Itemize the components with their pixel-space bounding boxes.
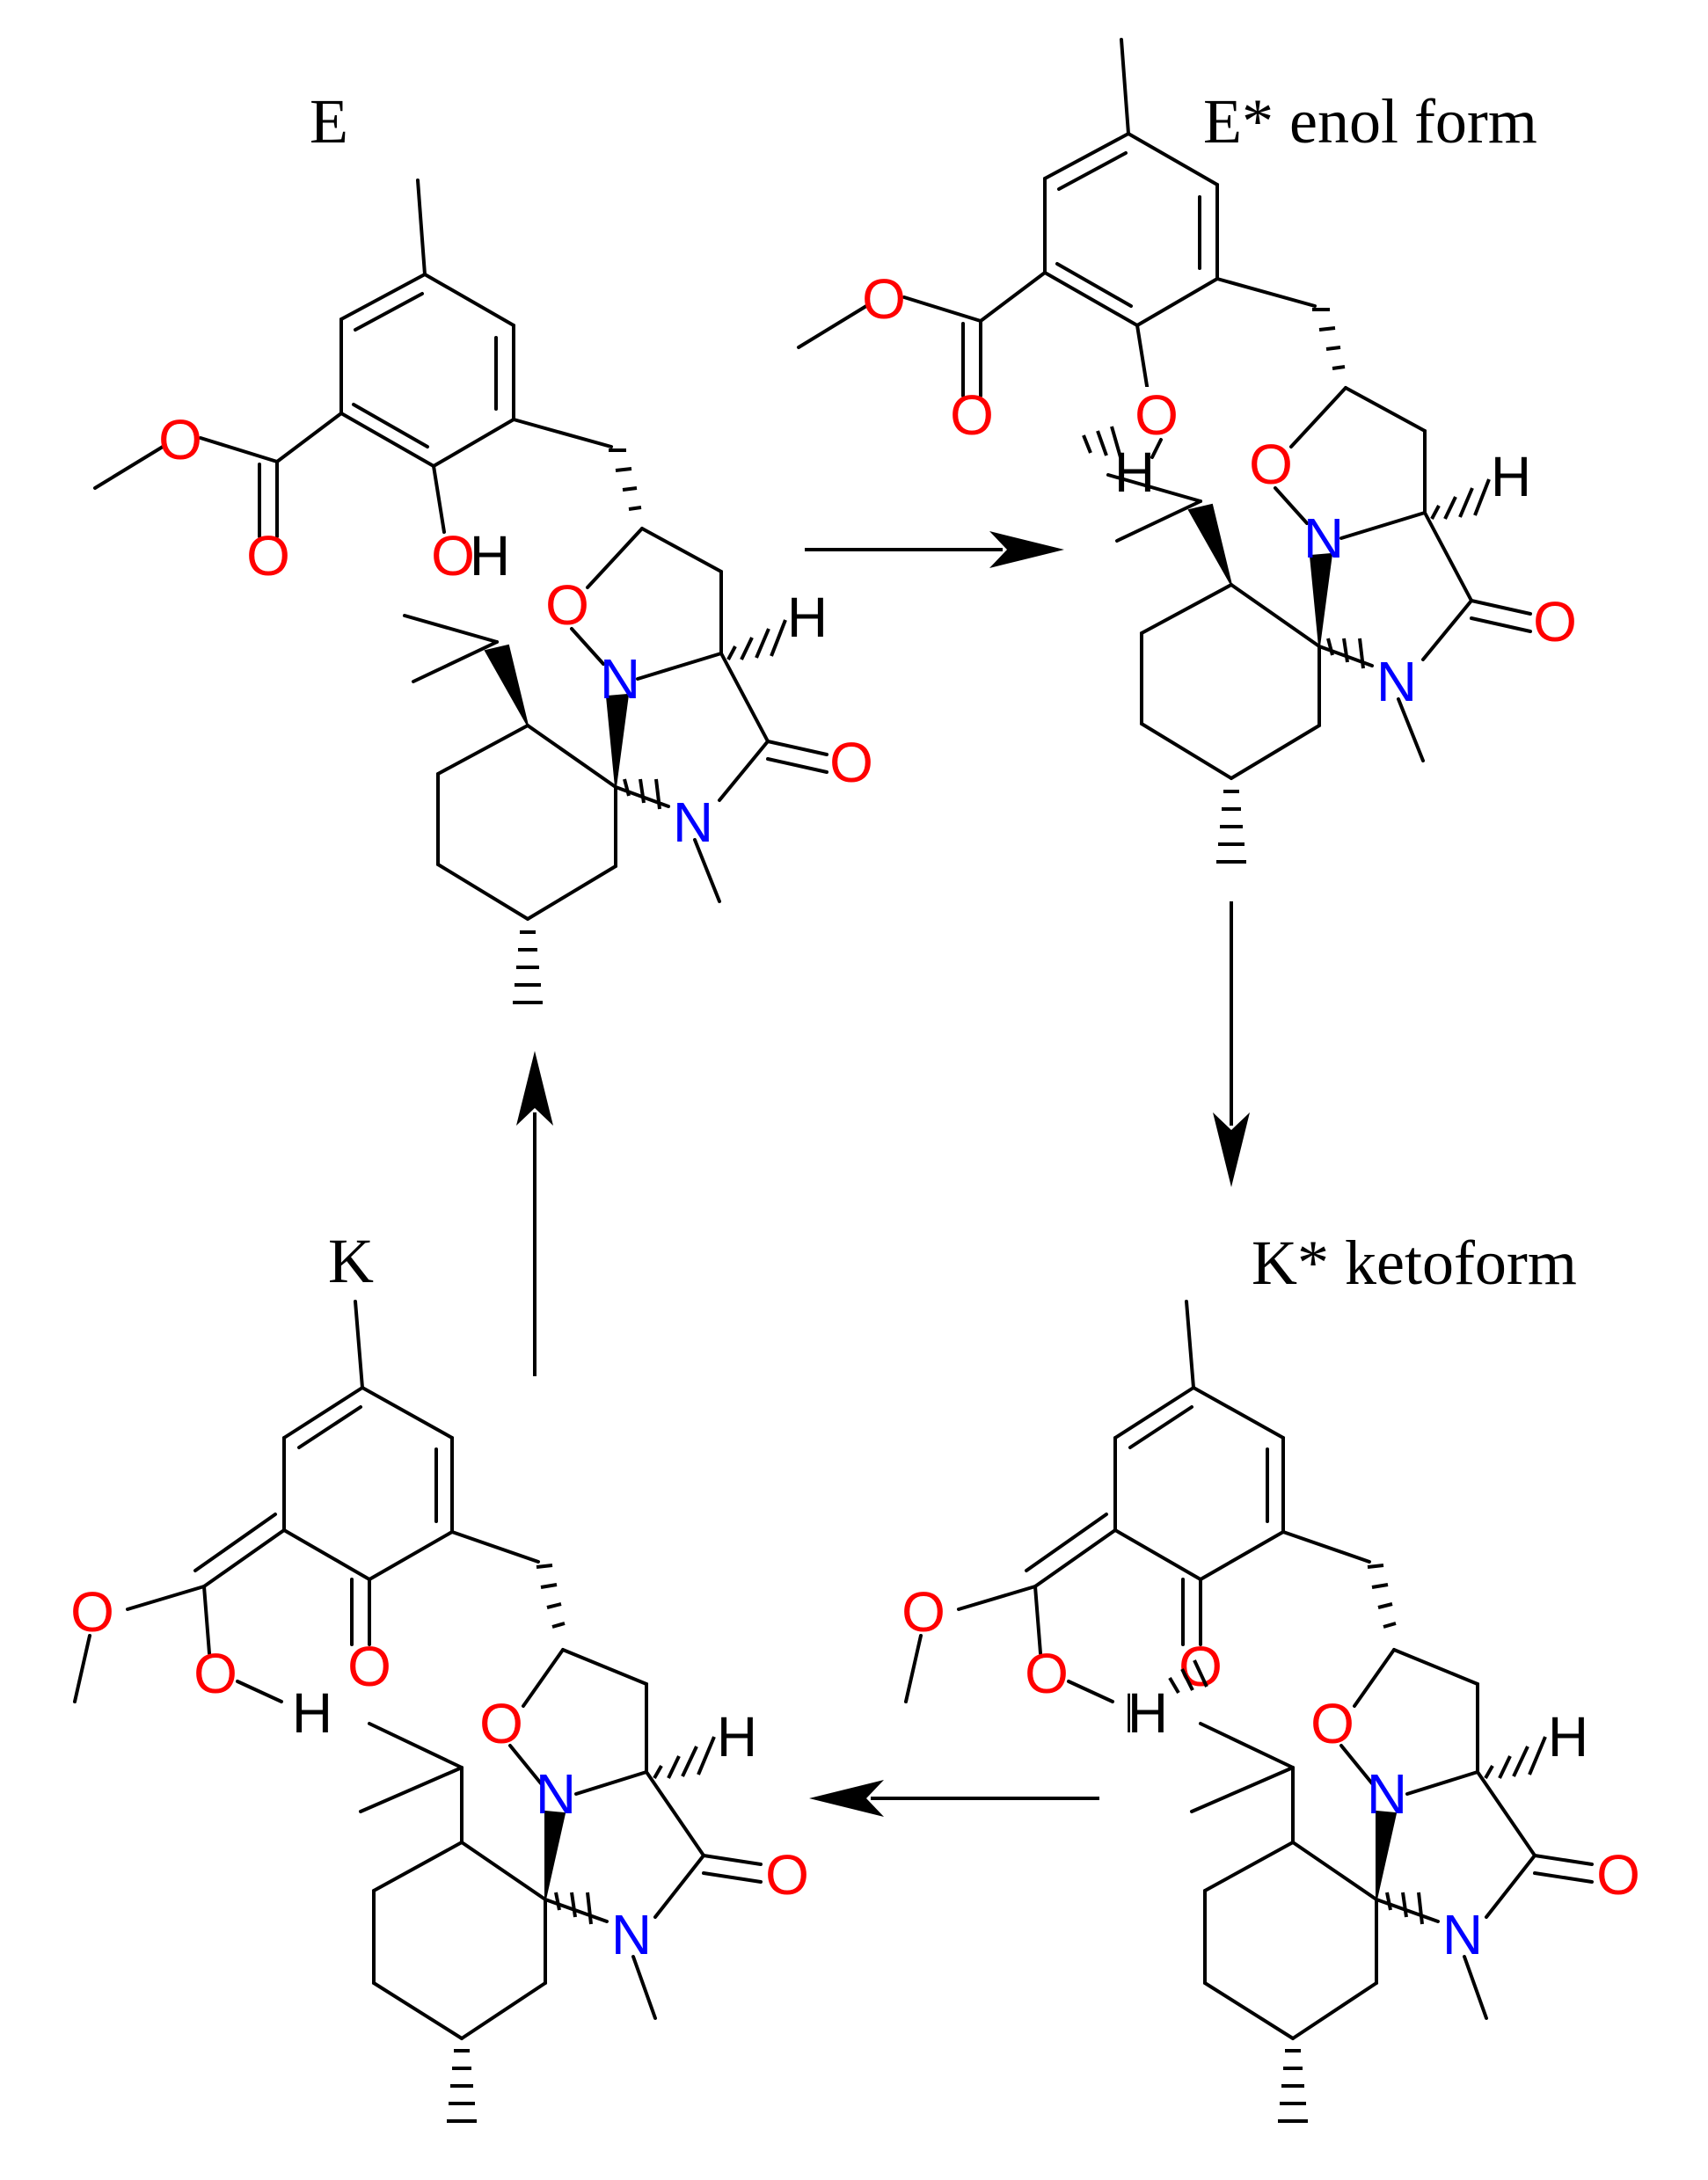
label-e: E (310, 86, 348, 157)
arrow-e-to-e-star (805, 531, 1064, 568)
molecule-e (93, 179, 875, 1004)
label-k: K (328, 1226, 374, 1296)
atom-oxygen: O (1135, 383, 1179, 447)
arrow-k-to-e (516, 1051, 553, 1376)
label-k-star: K* ketoform (1252, 1228, 1577, 1298)
arrow-k-star-to-k (809, 1780, 1099, 1817)
arrow-e-star-to-k-star (1213, 901, 1250, 1187)
label-e-star: E* enol form (1203, 86, 1537, 157)
molecule-e-star: O H (797, 38, 1579, 864)
atom-hydrogen: H (1114, 441, 1155, 504)
atom-hydrogen: H (1128, 1681, 1168, 1745)
molecule-k (69, 1300, 811, 2123)
molecule-k-star: H (900, 1300, 1642, 2123)
